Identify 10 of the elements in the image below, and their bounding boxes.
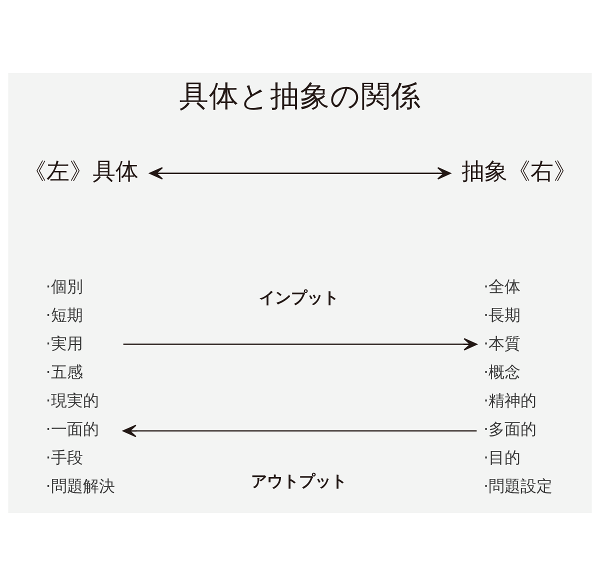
node-text: ·全体 ·長期 ·本質 ·概念 ·精神的 ·多面的 ·目的 ·問題設定 — [484, 277, 553, 496]
edge-label: インプット — [258, 288, 339, 307]
diagram-title: 具体と抽象の関係 — [179, 78, 421, 113]
arrow — [122, 424, 477, 438]
node-text: ·個別 ·短期 ·実用 ·五感 ·現実的 ·一面的 ·手段 ·問題解決 — [46, 277, 115, 496]
arrow — [149, 167, 451, 180]
node-text: 抽象《右》 — [461, 159, 576, 186]
arrow — [123, 338, 478, 351]
edge-label: アウトプット — [250, 471, 347, 490]
node-text: 《左》具体 — [24, 159, 139, 186]
